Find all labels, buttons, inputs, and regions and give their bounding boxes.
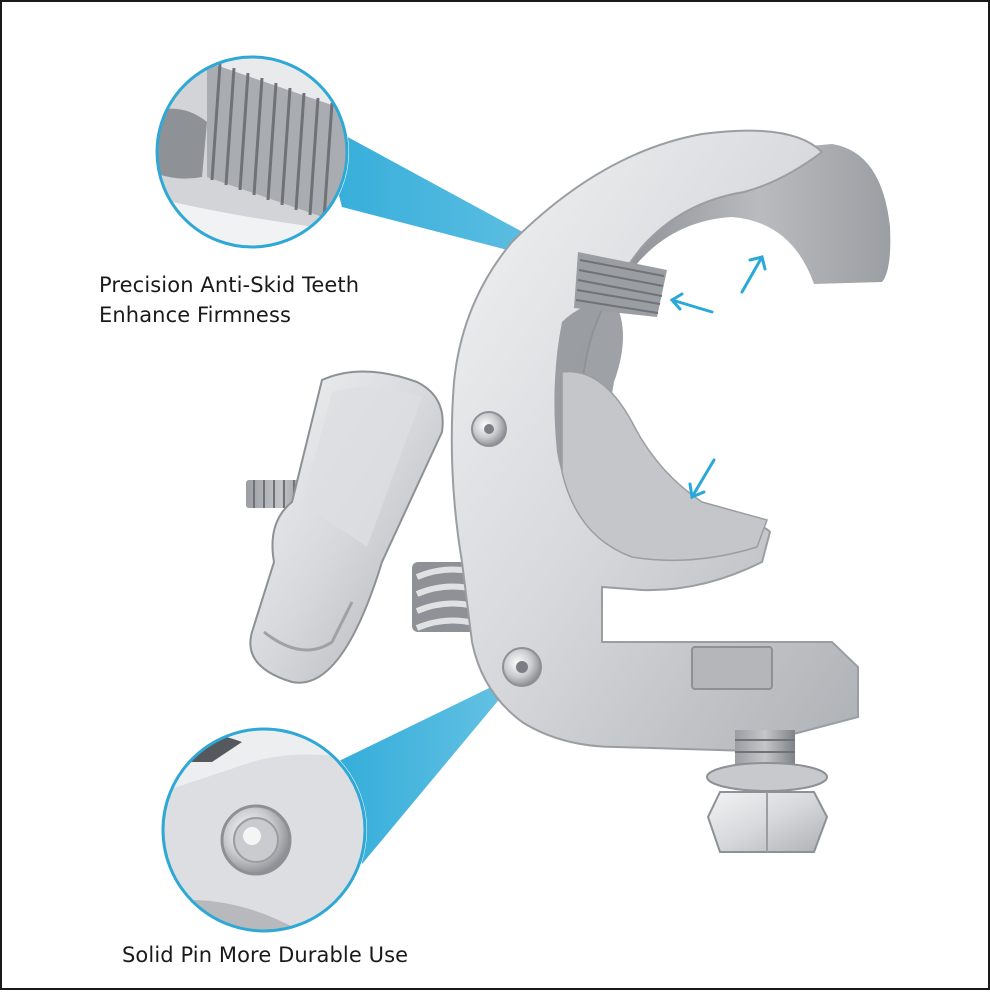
clamp-direction-arrow	[669, 255, 767, 500]
wing-knob	[249, 370, 444, 684]
teeth-caption-line2: Enhance Firmness	[99, 303, 292, 327]
teeth-caption: Precision Anti-Skid Teeth Enhance Firmne…	[99, 270, 359, 330]
bottom-bolt-assembly	[691, 646, 829, 853]
pin-caption: Solid Pin More Durable Use	[122, 943, 409, 967]
hook-inner	[562, 144, 891, 302]
magnifier-teeth-detail	[155, 55, 349, 249]
clamp-body	[450, 129, 859, 754]
callout-beam-pin	[337, 672, 522, 864]
anti-skid-teeth	[574, 252, 667, 317]
teeth-caption-line1: Precision Anti-Skid Teeth	[99, 273, 360, 297]
magnifier-pin-detail	[161, 727, 367, 933]
